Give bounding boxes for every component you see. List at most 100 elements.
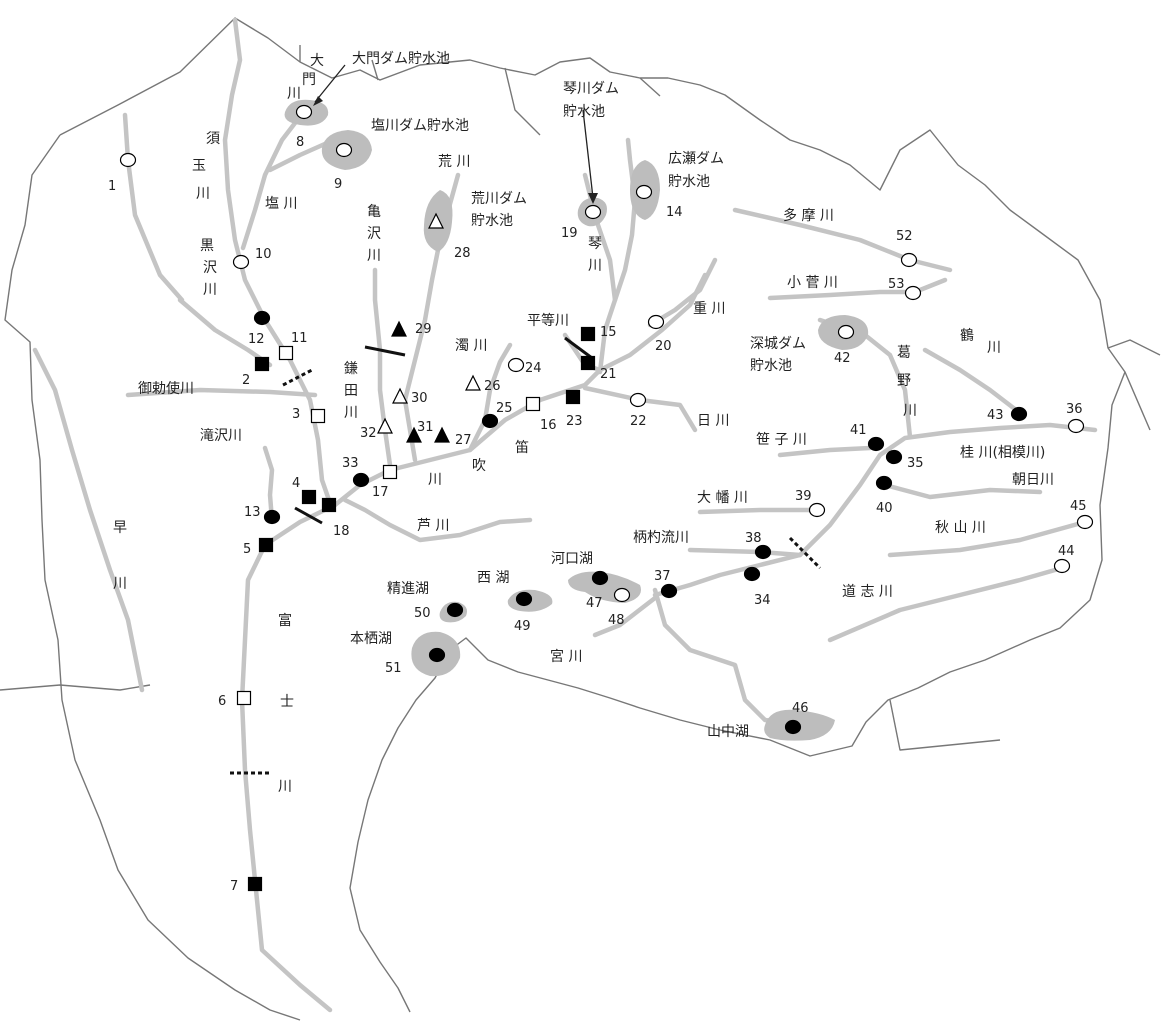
label-kurosawa-2: 沢 <box>203 260 217 276</box>
label-kotogawa-1: 琴 <box>588 236 602 252</box>
station-marker-29 <box>391 320 407 337</box>
label-heitogawa: 平等川 <box>527 312 569 329</box>
label-kotogawa-2: 川 <box>588 258 602 274</box>
label-kawaguchiko: 河口湖 <box>551 551 593 567</box>
station-number-43: 43 <box>987 408 1004 423</box>
label-midaigawa: 御勅使川 <box>138 380 194 397</box>
station-marker-3 <box>310 408 326 424</box>
station-number-49: 49 <box>514 619 531 634</box>
label-arakawa-dam-2: 貯水池 <box>471 213 513 229</box>
label-kosugegawa: 小 菅 川 <box>787 275 838 291</box>
station-number-1: 1 <box>108 179 116 194</box>
station-marker-47 <box>591 570 609 586</box>
station-marker-6 <box>236 690 252 706</box>
station-marker-34 <box>743 566 761 582</box>
station-number-5: 5 <box>243 542 251 557</box>
place-labels: 大門ダム貯水池 琴川ダム 貯水池 塩川ダム貯水池 広瀬ダム 貯水池 荒川ダム 貯… <box>113 51 1054 795</box>
label-fukashiro-dam-2: 貯水池 <box>750 358 792 374</box>
station-number-32: 32 <box>360 426 377 441</box>
label-kuzuno-2: 野 <box>897 373 911 389</box>
station-number-34: 34 <box>754 593 771 608</box>
station-marker-7 <box>247 876 263 892</box>
station-marker-49 <box>515 591 533 607</box>
station-marker-48 <box>613 587 631 603</box>
station-marker-25 <box>481 413 499 429</box>
label-fuji-1: 富 <box>278 612 292 629</box>
station-marker-51 <box>428 647 446 663</box>
label-daimon-dam: 大門ダム貯水池 <box>352 51 450 67</box>
station-marker-5 <box>258 537 274 553</box>
station-marker-15 <box>580 326 596 342</box>
station-marker-27 <box>434 426 450 443</box>
label-yamanakako: 山中湖 <box>707 724 749 740</box>
annotations <box>230 64 822 775</box>
station-number-45: 45 <box>1070 499 1087 514</box>
station-marker-26 <box>465 374 481 391</box>
label-doshigawa: 道 志 川 <box>842 584 893 600</box>
label-kotogawa-dam-1: 琴川ダム <box>563 81 619 97</box>
label-daimon-1: 大 <box>310 53 324 69</box>
label-shiokawa-dam: 塩川ダム貯水池 <box>371 118 469 134</box>
station-number-40: 40 <box>876 501 893 516</box>
station-marker-35 <box>885 449 903 465</box>
label-tsuru: 鶴 <box>960 327 974 344</box>
station-marker-40 <box>875 475 893 491</box>
station-number-17: 17 <box>372 485 389 500</box>
station-marker-18 <box>321 497 337 513</box>
station-marker-43 <box>1010 406 1028 422</box>
station-marker-36 <box>1067 418 1085 434</box>
label-hirose-dam-1: 広瀬ダム <box>668 151 724 167</box>
station-number-22: 22 <box>630 414 647 429</box>
station-number-15: 15 <box>600 325 617 340</box>
station-number-42: 42 <box>834 351 851 366</box>
station-marker-16 <box>525 396 541 412</box>
station-number-8: 8 <box>296 135 304 150</box>
label-sudama-1: 須 <box>206 131 220 147</box>
station-number-36: 36 <box>1066 402 1083 417</box>
station-marker-9 <box>335 142 353 158</box>
label-kamanashi-3: 川 <box>344 405 358 421</box>
label-sudama-3: 川 <box>196 186 210 202</box>
station-numbers: 1234567891011121314151617181920212223242… <box>108 135 1087 894</box>
station-marker-45 <box>1076 514 1094 530</box>
station-marker-10 <box>232 254 250 270</box>
label-fuefuki-2: 吹 <box>472 458 486 474</box>
station-number-33: 33 <box>342 456 359 471</box>
station-number-12: 12 <box>248 332 265 347</box>
label-daimon-3: 川 <box>287 86 301 102</box>
station-number-4: 4 <box>292 476 300 491</box>
station-marker-38 <box>754 544 772 560</box>
station-marker-14 <box>635 184 653 200</box>
label-kamanashi-1: 鎌 <box>344 361 358 377</box>
label-kakiutsurugawa: 柄杓流川 <box>633 530 689 546</box>
label-kuzuno-3: 川 <box>903 403 917 419</box>
station-marker-21 <box>580 355 596 371</box>
station-marker-4 <box>301 489 317 505</box>
label-saiko: 西 湖 <box>477 570 509 586</box>
label-takisawagawa: 滝沢川 <box>200 428 242 444</box>
station-marker-39 <box>808 502 826 518</box>
station-number-38: 38 <box>745 531 762 546</box>
station-marker-50 <box>446 602 464 618</box>
station-marker-19 <box>584 204 602 220</box>
station-number-13: 13 <box>244 505 261 520</box>
station-number-7: 7 <box>230 879 238 894</box>
station-number-24: 24 <box>525 361 542 376</box>
station-number-37: 37 <box>654 569 671 584</box>
label-fuefuki-1: 笛 <box>515 440 529 456</box>
river-network <box>32 17 1098 1013</box>
station-number-53: 53 <box>888 277 905 292</box>
station-number-21: 21 <box>600 367 617 382</box>
label-sudama-2: 玉 <box>192 158 206 174</box>
station-number-16: 16 <box>540 418 557 433</box>
label-fuji-2: 士 <box>280 694 294 710</box>
label-kotogawa-dam-2: 貯水池 <box>563 104 605 120</box>
station-number-27: 27 <box>455 433 472 448</box>
label-kamezawa-1: 亀 <box>367 204 381 220</box>
station-number-44: 44 <box>1058 544 1075 559</box>
station-number-29: 29 <box>415 322 432 337</box>
station-number-50: 50 <box>414 606 431 621</box>
station-number-51: 51 <box>385 661 402 676</box>
label-daimon-2: 門 <box>302 72 316 88</box>
station-number-20: 20 <box>655 339 672 354</box>
